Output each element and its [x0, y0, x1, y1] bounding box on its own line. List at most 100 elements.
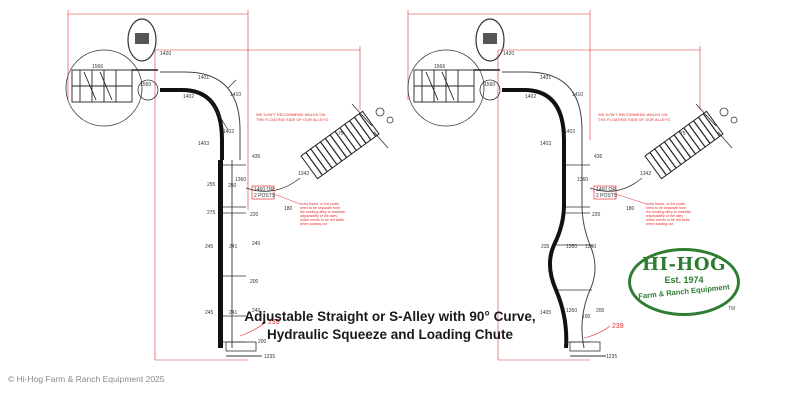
dim-label: 75: [680, 131, 686, 137]
post-note-text: 1460 OR: [254, 187, 274, 193]
dim-label: 245: [205, 244, 214, 250]
dim-label: 1360: [577, 177, 588, 183]
post-note-text: 2 POSTS: [596, 193, 618, 199]
top-pen-oval: [127, 18, 157, 62]
dim-label: 1340: [585, 244, 596, 250]
handling-tub-circle: [407, 49, 485, 127]
svg-text:WE DON'T RECOMMEND WALKS ON: WE DON'T RECOMMEND WALKS ON: [598, 112, 668, 117]
dim-label: 220: [250, 212, 259, 218]
dim-label: 1560: [484, 82, 495, 88]
svg-text:the working alley to maintain: the working alley to maintain: [300, 210, 345, 214]
dim-label: 220: [592, 212, 601, 218]
dim-label: 241: [229, 244, 238, 250]
dim-label: 1410: [572, 92, 583, 98]
dim-label: 1401: [198, 75, 209, 81]
straight-alley: [218, 160, 262, 357]
dim-label: 1566: [434, 64, 445, 70]
dimension-frame: [407, 10, 701, 361]
dim-label: 1342: [298, 171, 309, 177]
svg-text:adjustability of the alley: adjustability of the alley: [300, 214, 337, 218]
chute-gate-arms: [695, 103, 738, 149]
svg-text:which needs to be left width: which needs to be left width: [646, 218, 690, 222]
loading-chute: [644, 110, 724, 180]
dim-label: 200: [258, 339, 267, 345]
dim-label: 1402: [183, 94, 194, 100]
svg-text:extra frame, or the posts: extra frame, or the posts: [646, 202, 685, 206]
dim-label: 245: [205, 310, 214, 316]
dim-label: 435: [252, 154, 261, 160]
chute-gate-arms: [351, 103, 394, 149]
dim-label: 1403: [540, 141, 551, 147]
dimension-frame: [67, 10, 361, 361]
side-gate-circle: [479, 79, 501, 101]
svg-text:which needs to be left width: which needs to be left width: [300, 218, 344, 222]
logo-oval: [628, 248, 740, 316]
dim-label: 1566: [92, 64, 103, 70]
dim-label: 235: [541, 244, 550, 250]
dim-label: 200: [250, 279, 259, 285]
note-leader: [273, 193, 301, 205]
dim-label: 1235: [606, 354, 617, 360]
figure-caption: Adjustable Straight or S-Alley with 90° …: [240, 308, 540, 344]
warning-note: WE DON'T RECOMMEND WALKS ON THE FLOATING…: [598, 112, 670, 122]
post-note-box: [251, 185, 275, 200]
dim-label-red: 239: [268, 319, 280, 326]
dim-label-red: 239: [612, 323, 624, 330]
dim-label: 180: [626, 206, 635, 212]
dim-label: 1403: [198, 141, 209, 147]
caption-line: Hydraulic Squeeze and Loading Chute: [266, 327, 514, 342]
dim-label: 1342: [640, 171, 651, 177]
dim-label: 1360: [235, 177, 246, 183]
vehicle-icon: [483, 33, 497, 44]
s-alley: [548, 160, 606, 357]
dim-label: 1235: [264, 354, 275, 360]
svg-text:THE FLOATING SIDE OF OUR ALLEY: THE FLOATING SIDE OF OUR ALLEYS: [598, 117, 670, 122]
svg-text:need to be separate from: need to be separate from: [646, 206, 686, 210]
svg-text:adjustability of the alley: adjustability of the alley: [646, 214, 683, 218]
dim-label: 75: [338, 131, 344, 137]
dim-label: 200: [596, 308, 605, 314]
dim-label: 190: [582, 314, 591, 320]
dim-label: 250: [228, 183, 237, 189]
dim-label: 1401: [540, 75, 551, 81]
svg-text:when loading out: when loading out: [646, 222, 673, 226]
copyright-text: © Hi-Hog Farm & Ranch Equipment 2025: [8, 374, 165, 384]
logo-brand: HI-HOG: [642, 254, 726, 275]
dim-label: 1402: [525, 94, 536, 100]
dim-label: 241: [229, 310, 238, 316]
dim-label: 275: [207, 210, 216, 216]
loading-chute: [300, 110, 380, 180]
dim-label: 1402: [223, 129, 234, 135]
squeeze-frame: [71, 69, 133, 103]
dim-leader-red: [239, 321, 267, 337]
hi-hog-logo: HI-HOG Est. 1974 Farm & Ranch Equipment …: [628, 248, 740, 316]
squeeze-frame: [413, 69, 475, 103]
warning-note: WE DON'T RECOMMEND WALKS ON THE FLOATING…: [256, 112, 328, 122]
svg-text:need to be separate from: need to be separate from: [300, 206, 340, 210]
dim-label: 1402: [564, 129, 575, 135]
dim-label: 1350: [566, 308, 577, 314]
curved-alley: [502, 71, 583, 160]
chute-connector: [589, 177, 643, 192]
dim-label: 180: [284, 206, 293, 212]
dim-label: 435: [594, 154, 603, 160]
right-layout-drawing: 1566 1560 1420 1401 1402 1410 1402 1403: [407, 10, 738, 361]
top-pen-oval: [475, 18, 505, 62]
dim-label: 1350: [566, 244, 577, 250]
post-note-box: [593, 185, 617, 200]
post-note-text: 1460 OR: [596, 187, 616, 193]
dim-label: 240: [252, 241, 261, 247]
note-leader: [615, 193, 647, 205]
side-gate-circle: [137, 79, 159, 101]
dim-label: 1405: [540, 310, 551, 316]
dim-label: 1420: [503, 51, 514, 57]
logo-tm: TM: [728, 306, 736, 312]
logo-est: Est. 1974: [664, 275, 704, 285]
svg-text:when loading out: when loading out: [300, 222, 327, 226]
svg-text:THE FLOATING SIDE OF OUR ALLEY: THE FLOATING SIDE OF OUR ALLEYS: [256, 117, 328, 122]
vehicle-icon: [135, 33, 149, 44]
dim-label: 240: [252, 308, 261, 314]
left-layout-drawing: 1566 1560 1420 1401 1402 1410 1402 1403: [65, 10, 394, 361]
handling-tub-circle: [65, 49, 143, 127]
